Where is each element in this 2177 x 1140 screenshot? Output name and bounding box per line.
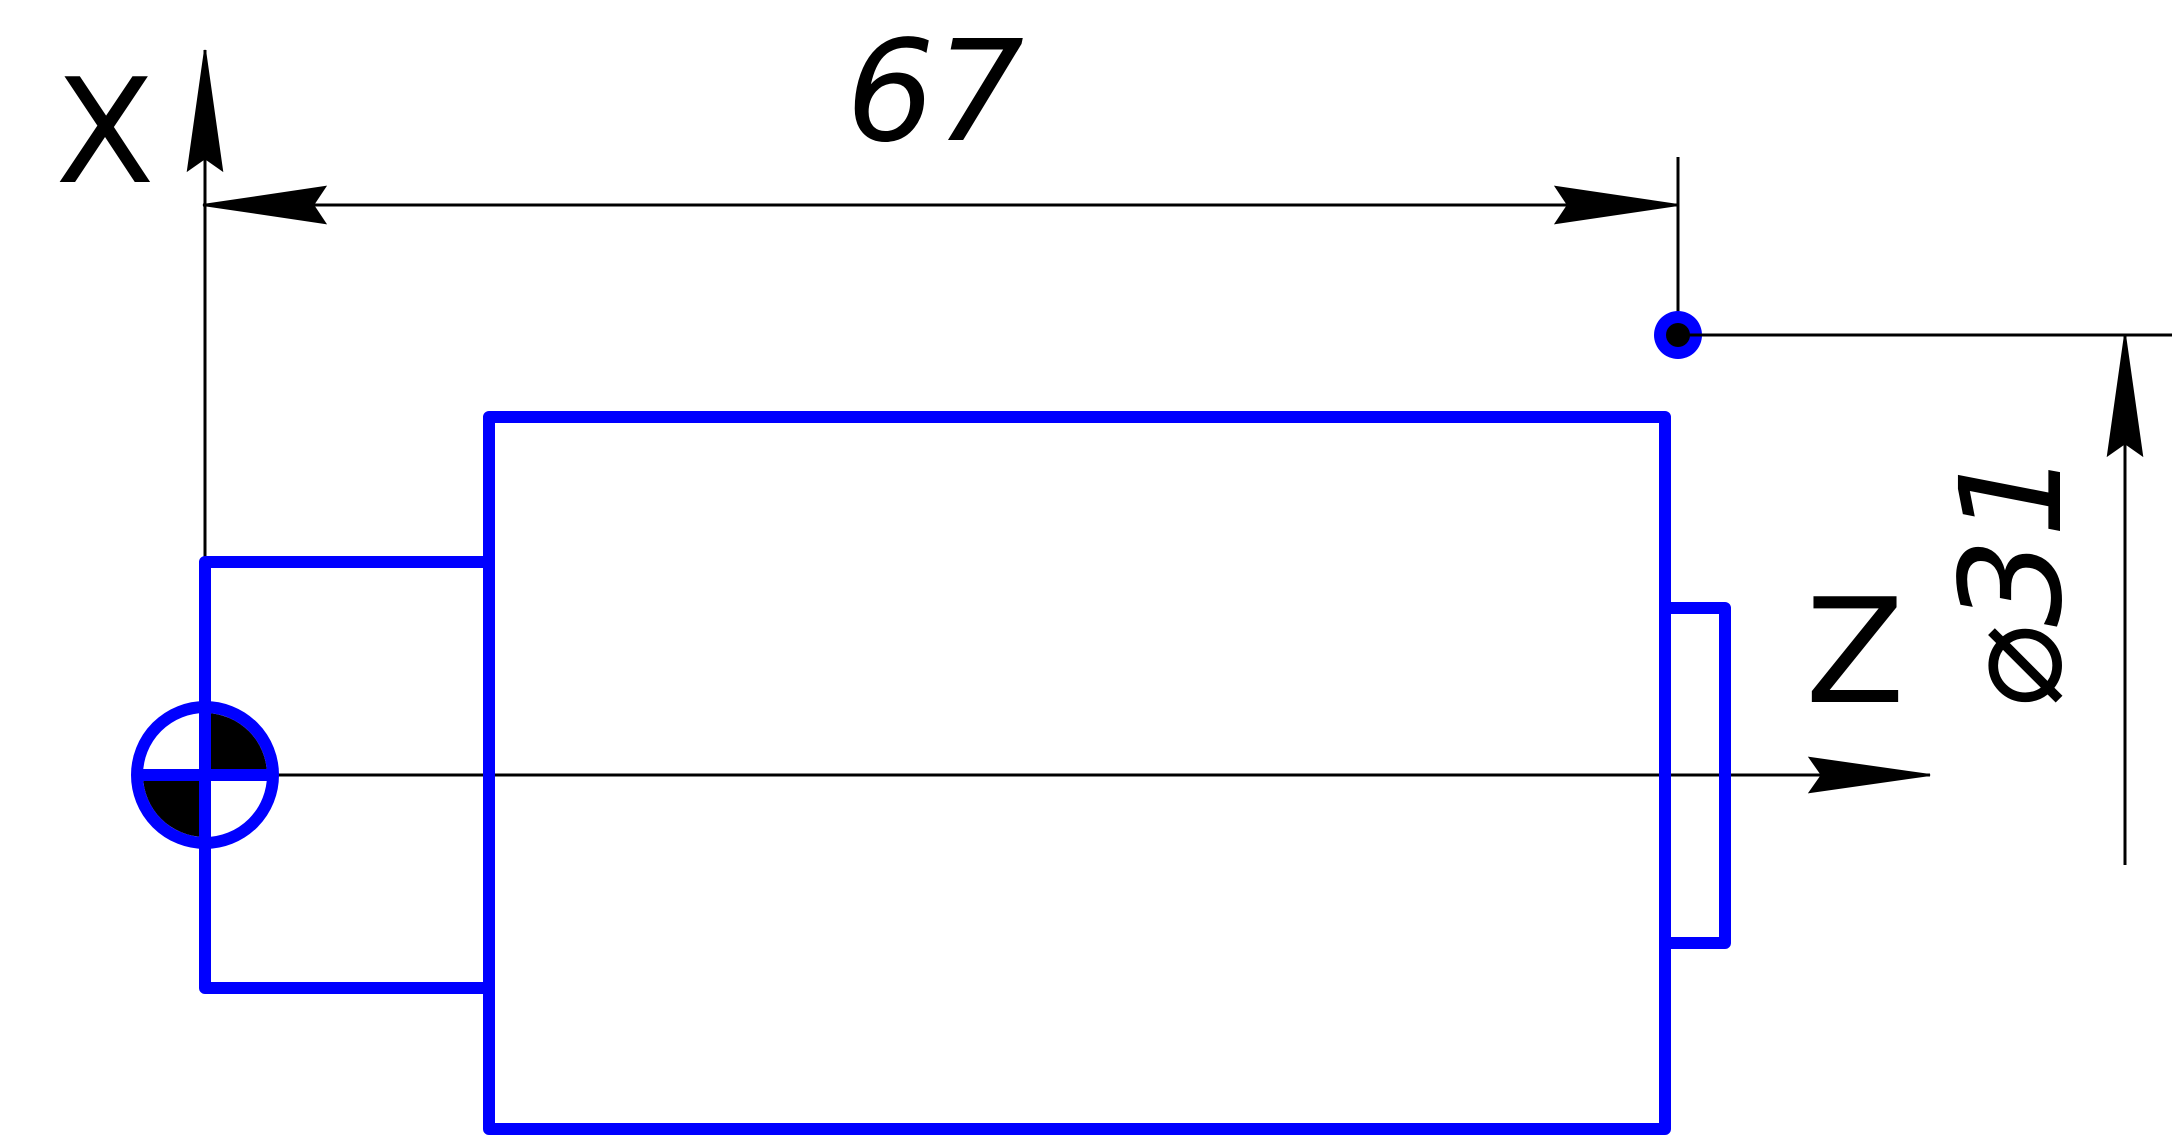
x-axis-label: X	[55, 48, 154, 217]
datum-origin-icon	[131, 701, 279, 849]
length-arrow-left	[202, 185, 328, 225]
z-axis	[205, 756, 1931, 794]
length-arrow-right	[1553, 185, 1679, 225]
part-outline	[199, 411, 1731, 1135]
diameter-arrow	[2106, 334, 2144, 458]
diameter-dimension	[1678, 333, 2172, 865]
length-dimension	[202, 157, 1680, 335]
z-axis-arrow	[1807, 756, 1931, 794]
length-dimension-value: 67	[846, 11, 1024, 174]
diameter-dimension-value: ⌀31	[1931, 449, 2094, 711]
right-step	[1659, 602, 1731, 949]
z-axis-label: Z	[1805, 568, 1904, 737]
main-body	[483, 411, 1671, 1135]
x-axis-arrow	[186, 49, 224, 173]
